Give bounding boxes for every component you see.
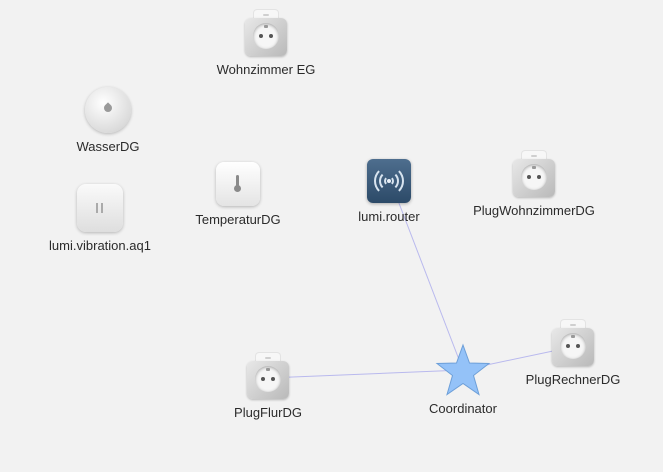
temperature-sensor-icon bbox=[216, 162, 260, 206]
node-label: TemperaturDG bbox=[195, 212, 281, 227]
node-label: Coordinator bbox=[429, 401, 497, 416]
node-plugflurdg[interactable]: PlugFlurDG bbox=[218, 353, 318, 420]
node-lumi-router[interactable]: lumi.router bbox=[344, 159, 434, 224]
node-plugrechnerdg[interactable]: PlugRechnerDG bbox=[516, 320, 630, 387]
node-label: WasserDG bbox=[76, 139, 140, 154]
plug-icon bbox=[513, 151, 555, 197]
node-label: lumi.vibration.aq1 bbox=[49, 238, 151, 253]
node-label: Wohnzimmer EG bbox=[216, 62, 316, 77]
node-label: PlugRechnerDG bbox=[525, 372, 621, 387]
link-coordinator-plugflurdg bbox=[267, 369, 464, 379]
node-lumi-vibration[interactable]: lumi.vibration.aq1 bbox=[38, 184, 162, 253]
plug-icon bbox=[552, 320, 594, 366]
water-leak-sensor-icon bbox=[85, 87, 131, 133]
link-coordinator-router bbox=[396, 197, 464, 371]
plug-icon bbox=[245, 10, 287, 56]
vibration-sensor-icon bbox=[77, 184, 123, 232]
node-label: lumi.router bbox=[358, 209, 420, 224]
node-coordinator[interactable]: Coordinator bbox=[413, 343, 513, 416]
node-label: PlugFlurDG bbox=[234, 405, 302, 420]
node-temperaturdg[interactable]: TemperaturDG bbox=[183, 162, 293, 227]
router-icon bbox=[367, 159, 411, 203]
node-wasserdg[interactable]: WasserDG bbox=[58, 87, 158, 154]
plug-icon bbox=[247, 353, 289, 399]
node-plugwohnzimmerdg[interactable]: PlugWohnzimmerDG bbox=[466, 151, 602, 218]
node-label: PlugWohnzimmerDG bbox=[473, 203, 595, 218]
node-wohnzimmer-eg[interactable]: Wohnzimmer EG bbox=[206, 10, 326, 77]
star-icon bbox=[435, 343, 491, 397]
